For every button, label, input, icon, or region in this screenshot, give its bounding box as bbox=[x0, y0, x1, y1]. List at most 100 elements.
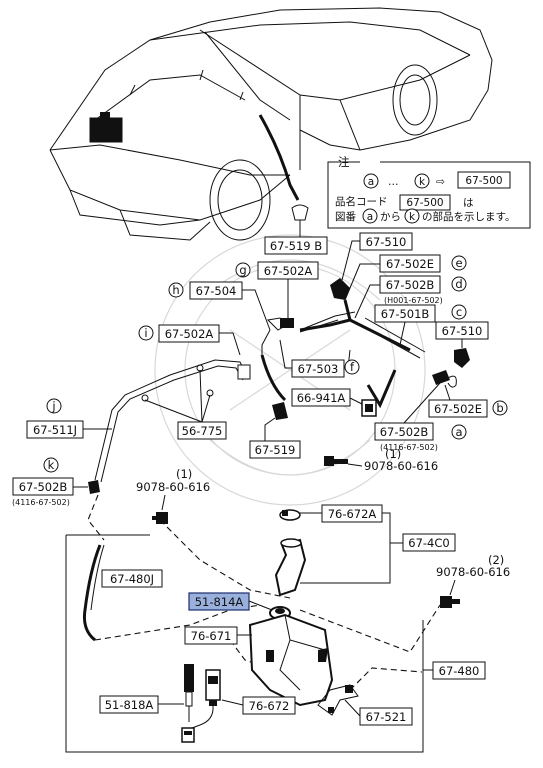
label-51-818a: 51-818A bbox=[99, 695, 184, 714]
svg-text:67-500: 67-500 bbox=[406, 197, 443, 209]
label-76-672: 76-672 bbox=[221, 696, 296, 715]
label-67-502a-i: 67-502A bbox=[158, 324, 241, 356]
svg-text:67-502A: 67-502A bbox=[165, 327, 214, 341]
svg-text:51-818A: 51-818A bbox=[105, 698, 154, 712]
bolt-right-icon bbox=[440, 596, 460, 608]
svg-text:67-504: 67-504 bbox=[196, 284, 237, 298]
filler-hose-icon bbox=[83, 544, 105, 642]
svg-text:67-502B: 67-502B bbox=[386, 278, 435, 292]
svg-text:a: a bbox=[455, 425, 462, 439]
label-67-502b-d: 67-502B d (H001-67-502) bbox=[354, 275, 467, 319]
svg-text:c: c bbox=[456, 305, 462, 319]
svg-text:a: a bbox=[367, 211, 373, 223]
label-67-519b: 67-519 B bbox=[264, 236, 328, 255]
svg-text:9078-60-616: 9078-60-616 bbox=[136, 480, 210, 494]
label-67-480j: 67-480J bbox=[101, 569, 163, 588]
grommet-67-519b-icon bbox=[291, 204, 309, 237]
svg-text:(H001-67-502): (H001-67-502) bbox=[384, 296, 443, 305]
clip-66-941a-icon bbox=[361, 399, 377, 417]
svg-text:9078-60-616: 9078-60-616 bbox=[436, 565, 510, 579]
svg-text:a: a bbox=[368, 176, 374, 188]
label-67-519: 67-519 bbox=[249, 417, 301, 459]
svg-text:67-4C0: 67-4C0 bbox=[408, 536, 449, 550]
svg-text:67-502E: 67-502E bbox=[386, 257, 434, 271]
svg-text:76-672: 76-672 bbox=[249, 699, 290, 713]
washer-hose-upper bbox=[261, 299, 426, 359]
callout-h: h bbox=[168, 282, 184, 298]
pump-seal-icon bbox=[279, 509, 301, 521]
label-51-814a-highlighted[interactable]: 51-814A bbox=[188, 592, 273, 611]
svg-text:67-510: 67-510 bbox=[366, 235, 407, 249]
svg-text:品名コード: 品名コード bbox=[335, 195, 388, 208]
svg-text:51-814A: 51-814A bbox=[195, 595, 244, 609]
label-67-521: 67-521 bbox=[344, 699, 413, 726]
tank-assembly-frame bbox=[65, 534, 424, 753]
connector-plug-icon bbox=[181, 727, 195, 743]
svg-text:i: i bbox=[144, 326, 147, 340]
label-67-510-right: 67-510 bbox=[435, 321, 489, 348]
label-67-502e-top: 67-502E e bbox=[344, 254, 467, 301]
label-67-502a-g: 67-502A bbox=[257, 261, 319, 318]
washer-tank-icon bbox=[248, 613, 334, 707]
svg-text:67-502E: 67-502E bbox=[434, 402, 482, 416]
filler-neck-icon bbox=[274, 538, 307, 597]
svg-text:66-941A: 66-941A bbox=[297, 391, 346, 405]
svg-text:67-502B: 67-502B bbox=[380, 425, 429, 439]
callout-j: j bbox=[46, 398, 62, 414]
svg-text:d: d bbox=[455, 277, 462, 291]
svg-text:67-480J: 67-480J bbox=[110, 572, 154, 586]
svg-text:67-501B: 67-501B bbox=[381, 307, 430, 321]
svg-text:67-519: 67-519 bbox=[255, 443, 296, 457]
label-67-504: 67-504 bbox=[189, 281, 271, 331]
washer-hose-left bbox=[94, 359, 251, 483]
svg-text:h: h bbox=[172, 283, 179, 297]
label-76-671: 76-671 bbox=[184, 626, 252, 645]
svg-text:(1): (1) bbox=[385, 447, 401, 461]
svg-text:67-503: 67-503 bbox=[298, 362, 339, 376]
svg-text:j: j bbox=[51, 399, 55, 413]
label-67-480: 67-480 bbox=[423, 661, 486, 680]
svg-text:b: b bbox=[496, 401, 503, 415]
callout-g: g bbox=[235, 262, 251, 278]
svg-text:の部品を示します。: の部品を示します。 bbox=[422, 210, 515, 223]
callout-k: k bbox=[43, 457, 59, 473]
callout-f: f bbox=[344, 359, 360, 375]
car-illustration bbox=[49, 7, 493, 241]
svg-text:9078-60-616: 9078-60-616 bbox=[364, 459, 438, 473]
svg-text:67-510: 67-510 bbox=[442, 324, 483, 338]
svg-text:67-502B: 67-502B bbox=[19, 480, 68, 494]
svg-text:は: は bbox=[463, 197, 474, 209]
svg-text:g: g bbox=[239, 263, 246, 277]
note-box: 注 a … k ⇨ 67-500 品名コード 67-500 は 図番 a から … bbox=[327, 155, 531, 229]
svg-text:(4116-67-502): (4116-67-502) bbox=[380, 443, 438, 452]
callout-i: i bbox=[138, 325, 154, 341]
label-bolt-left: 9078-60-616 (1) bbox=[136, 467, 210, 511]
clip-67-519-icon bbox=[260, 354, 288, 420]
label-67-503: 67-503 bbox=[279, 339, 351, 378]
label-56-775: 56-775 bbox=[144, 369, 227, 440]
svg-text:67-519 B: 67-519 B bbox=[270, 239, 322, 253]
label-67-501b: 67-501B c bbox=[374, 304, 467, 346]
label-67-502b-a: 67-502B a (4116-67-502) bbox=[374, 382, 467, 452]
svg-text:67-511J: 67-511J bbox=[33, 423, 77, 437]
svg-text:k: k bbox=[419, 176, 426, 188]
label-67-502b-k: 67-502B (4116-67-502) bbox=[12, 477, 100, 507]
svg-text:(4116-67-502): (4116-67-502) bbox=[12, 498, 70, 507]
label-bolt-right: 9078-60-616 (2) bbox=[436, 553, 510, 596]
svg-text:注: 注 bbox=[338, 155, 350, 169]
svg-text:f: f bbox=[350, 360, 355, 374]
connector-67-502b-a-icon bbox=[432, 370, 457, 388]
svg-text:(2): (2) bbox=[488, 553, 504, 567]
label-76-672a: 76-672A bbox=[300, 504, 383, 523]
label-66-941a: 66-941A bbox=[291, 388, 363, 407]
svg-text:67-480: 67-480 bbox=[439, 664, 480, 678]
svg-text:67-500: 67-500 bbox=[465, 175, 502, 187]
svg-text:e: e bbox=[455, 256, 462, 270]
pump-76-672-icon bbox=[191, 669, 221, 729]
label-67-510-top: 67-510 bbox=[341, 232, 413, 281]
v-hose bbox=[366, 369, 397, 409]
bolt-top-icon bbox=[324, 456, 348, 466]
bracket-67-521-icon bbox=[317, 684, 359, 716]
svg-text:k: k bbox=[48, 458, 55, 472]
